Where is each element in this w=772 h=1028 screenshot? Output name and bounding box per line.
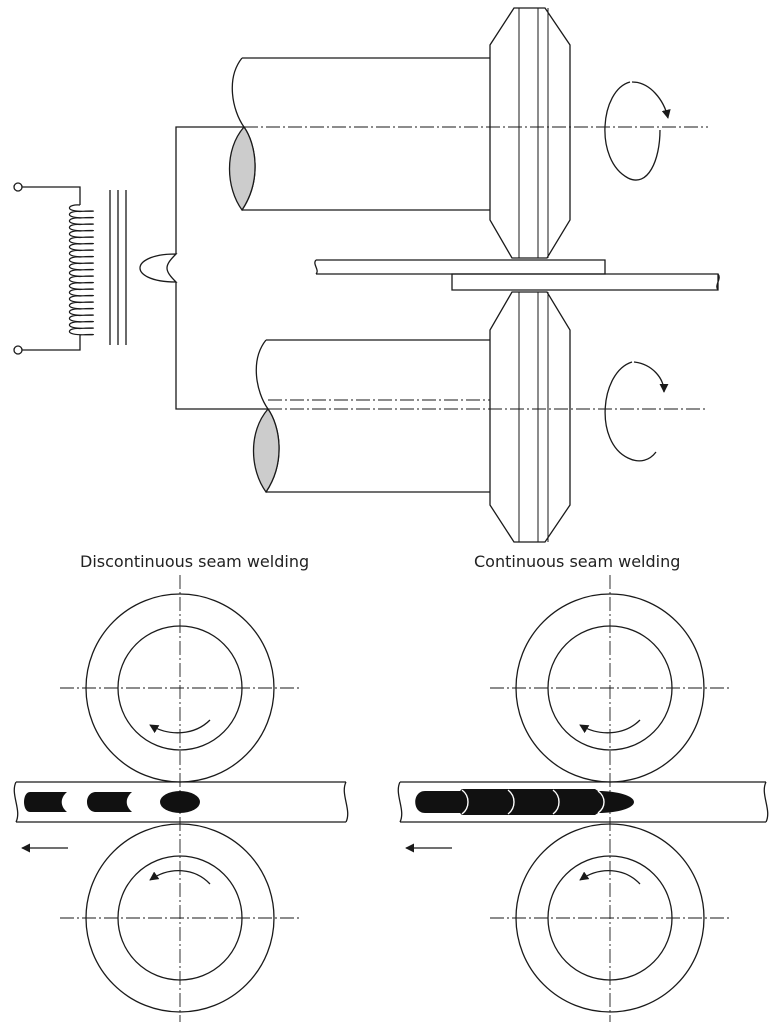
workpiece-sheets (314, 259, 720, 291)
upper-wheel-outline (489, 7, 571, 259)
lower-sheet (451, 273, 720, 291)
right-weld-seam (415, 789, 634, 815)
lower-wheel-outline (489, 291, 571, 543)
left-lower-rotation-arrow (149, 869, 211, 885)
upper-rotation-arrow (604, 81, 668, 181)
primary-lead-bottom (22, 335, 81, 351)
left-weld-nugget-2 (87, 792, 132, 812)
upper-electrode-shaft (228, 57, 708, 212)
transformer (13, 126, 268, 410)
right-lower-roller (490, 823, 730, 1013)
primary-lead-top (22, 186, 81, 205)
left-sheet (13, 781, 349, 823)
left-lower-roller (60, 823, 300, 1013)
lower-wheel (489, 291, 571, 543)
left-sheet-outline (13, 781, 349, 823)
right-sheet-outline (397, 781, 769, 823)
terminal-top (13, 182, 23, 192)
right-lower-rotation-arrow (579, 869, 641, 885)
right-upper-rotation-arrow (579, 719, 641, 734)
secondary-lead (175, 126, 268, 410)
lower-electrode-shaft (252, 339, 708, 494)
left-upper-rotation-arrow (149, 719, 211, 734)
primary-coil-winding (68, 204, 95, 336)
left-weld-nugget-3 (160, 791, 200, 813)
secondary-loop (139, 253, 178, 283)
lower-shaft-section (252, 407, 280, 494)
right-weld-seam-overlaps (461, 789, 605, 815)
lower-rotation-arrow (604, 361, 664, 462)
left-weld-nugget-1 (24, 792, 67, 812)
lower-shaft-outline (266, 339, 490, 493)
primary-coil (68, 204, 95, 336)
terminal-bottom (13, 345, 23, 355)
upper-wheel (489, 7, 571, 259)
upper-sheet (314, 259, 606, 275)
right-sheet (397, 781, 769, 823)
upper-shaft-section (228, 125, 256, 212)
discontinuous-view (13, 575, 349, 1022)
caption-continuous: Continuous seam welding (474, 552, 681, 571)
side-view (13, 7, 720, 543)
caption-discontinuous: Discontinuous seam welding (80, 552, 310, 571)
upper-shaft-outline (242, 57, 490, 211)
continuous-view (397, 575, 769, 1022)
